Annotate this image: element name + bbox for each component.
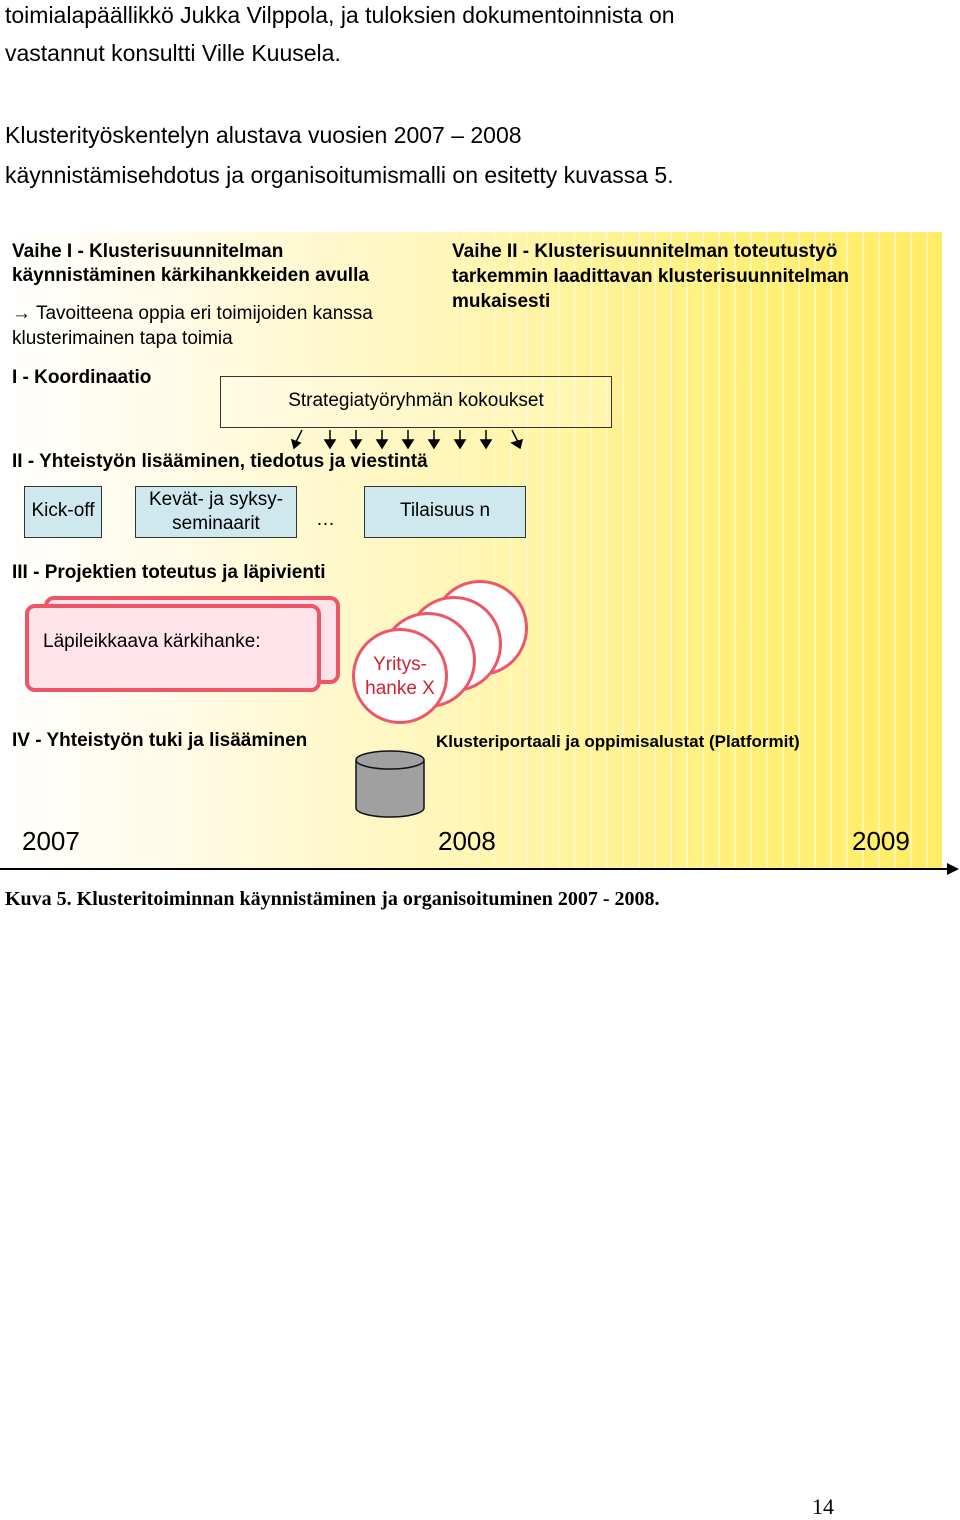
arrow-down-icon (349, 439, 363, 450)
intro-line: käynnistämisehdotus ja organisoitumismal… (5, 162, 674, 188)
cross-project-label: Läpileikkaava kärkihanke: (43, 631, 261, 652)
phase2-title: mukaisesti (452, 291, 551, 312)
phase1-goal: → Tavoitteena oppia eri toimijoiden kans… (12, 302, 373, 326)
arrow-down-icon (453, 439, 467, 450)
timeline-arrow-icon (947, 863, 959, 875)
phase1-goal-text: Tavoitteena oppia eri toimijoiden kanssa (35, 303, 373, 324)
cluster-figure: Vaihe I - Klusterisuunnitelman käynnistä… (0, 232, 942, 868)
year-label: 2008 (438, 826, 496, 856)
phase2-title: tarkemmin laadittavan klusterisuunnitelm… (452, 266, 850, 287)
intro-line: Klusterityöskentelyn alustava vuosien 20… (5, 122, 522, 148)
section-communication: II - Yhteistyön lisääminen, tiedotus ja … (12, 451, 428, 472)
arrow-down-icon (479, 439, 493, 450)
section-support: IV - Yhteistyön tuki ja lisääminen (12, 730, 308, 751)
intro-line: vastannut konsultti Ville Kuusela. (5, 40, 341, 66)
background-stripes (0, 232, 942, 868)
seminars-label: seminaarit (172, 513, 260, 534)
arrow-down-icon (375, 439, 389, 450)
ellipsis: … (316, 509, 335, 530)
database-cylinder-icon (355, 750, 425, 818)
phase1-title: käynnistäminen kärkihankkeiden avulla (12, 265, 369, 286)
phase1-goal: klusterimainen tapa toimia (12, 328, 233, 349)
intro-line: toimialapäällikkö Jukka Vilppola, ja tul… (5, 2, 675, 28)
arrow-down-icon (510, 438, 524, 450)
arrow-down-icon (290, 438, 302, 450)
strategy-meetings-box: Strategiatyöryhmän kokoukset (220, 376, 612, 428)
seminars-label: Kevät- ja syksy- (148, 489, 284, 510)
meeting-arrows (290, 429, 524, 450)
company-project-circle: Yritys- hanke X (352, 628, 448, 724)
figure-caption: Kuva 5. Klusteritoiminnan käynnistäminen… (5, 888, 660, 910)
arrow-down-icon (401, 439, 415, 450)
year-label: 2009 (852, 826, 910, 856)
phase2-title: Vaihe II - Klusterisuunnitelman toteutus… (452, 241, 838, 262)
section-projects: III - Projektien toteutus ja läpivienti (12, 562, 326, 583)
arrow-right-icon: → (12, 303, 31, 324)
page-number: 14 (812, 1494, 834, 1519)
seminars-box: Kevät- ja syksy- seminaarit (135, 486, 297, 538)
company-project-label: Yritys- (373, 654, 427, 675)
year-label: 2007 (22, 826, 80, 856)
arrow-down-icon (427, 439, 441, 450)
cross-project-card: Läpileikkaava kärkihanke: (25, 604, 321, 692)
phase1-title: Vaihe I - Klusterisuunnitelman (12, 241, 284, 262)
occasion-n-box: Tilaisuus n (364, 486, 526, 538)
timeline-axis (0, 868, 950, 870)
kickoff-box: Kick-off (24, 486, 102, 538)
section-coordination: I - Koordinaatio (12, 367, 152, 388)
arrow-down-icon (323, 439, 337, 450)
portal-label: Klusteriportaali ja oppimisalustat (Plat… (436, 732, 800, 751)
company-project-label: hanke X (365, 678, 435, 699)
